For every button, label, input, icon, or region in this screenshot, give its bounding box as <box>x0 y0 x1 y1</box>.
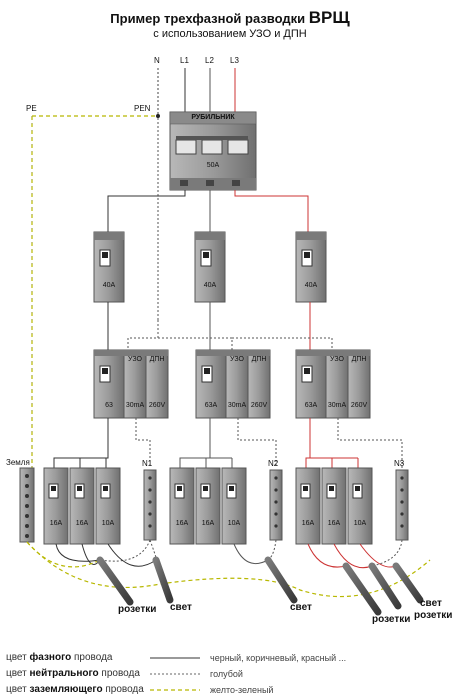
cable-label-rozetki-1: розетки <box>118 604 157 615</box>
legend-ground: цвет заземляющего провода <box>6 684 144 695</box>
cable-label-svet-2: свет <box>290 602 312 613</box>
rcd-group-3 <box>295 349 371 419</box>
legend-ground-prefix: цвет <box>6 684 30 695</box>
label-n3: N3 <box>394 459 405 468</box>
neutral-buses <box>143 469 409 541</box>
rcd-2-uzo: УЗО <box>230 356 244 363</box>
group-3-breaker-3-rating: 10A <box>353 520 367 527</box>
rcd-1-rating: 63 <box>105 402 113 409</box>
rcd-2-dpn: ДПН <box>251 356 267 363</box>
title-emphasis: ВРЩ <box>308 8 350 27</box>
title-prefix: Пример трехфазной разводки <box>110 11 306 26</box>
group-2-breaker-1-rating: 16A <box>175 520 189 527</box>
rcd-1-voltage: 260V <box>148 402 166 409</box>
rcd-3-dpn: ДПН <box>351 356 367 363</box>
diagram-title: Пример трехфазной разводки ВРЩ <box>0 8 460 28</box>
group-breakers-1 <box>43 467 121 545</box>
phase-breaker-3-rating: 40A <box>304 282 318 289</box>
rcd-feed-wires <box>107 302 333 350</box>
legend-neutral-colors: голубой <box>210 669 243 679</box>
phase-breaker-2 <box>194 231 226 303</box>
cable-label-rozetki-3: розетки <box>372 614 411 625</box>
label-l3: L3 <box>230 56 239 65</box>
phase-distribution-wires <box>107 190 309 232</box>
ground-bus <box>19 467 35 543</box>
group-3-breaker-1-rating: 16A <box>301 520 315 527</box>
label-zemlya: Земля <box>6 458 30 467</box>
rcd-1-leak: 30mA <box>125 402 145 409</box>
main-switch <box>169 111 257 191</box>
cable-label-rozetki-4: розетки <box>414 610 453 621</box>
phase-breaker-2-rating: 40A <box>203 282 217 289</box>
rcd-3-rating: 63A <box>304 402 318 409</box>
rcd-group-1 <box>93 349 169 419</box>
legend-ground-bold: заземляющего <box>29 684 103 695</box>
legend-neutral-prefix: цвет <box>6 668 30 679</box>
rcd-3-leak: 30mA <box>327 402 347 409</box>
rcd-2-rating: 63A <box>204 402 218 409</box>
phase-breakers <box>93 231 327 303</box>
label-n: N <box>154 56 160 65</box>
rcd-3-voltage: 260V <box>350 402 368 409</box>
rcd-group-2 <box>195 349 271 419</box>
legend-phase-suffix: провода <box>71 652 113 663</box>
outgoing-wires <box>26 539 431 598</box>
group-1-breaker-3-rating: 10A <box>101 520 115 527</box>
legend-phase-prefix: цвет <box>6 652 30 663</box>
rcd-1-uzo: УЗО <box>128 356 142 363</box>
rcd-2-leak: 30mA <box>227 402 247 409</box>
label-pe: PE <box>26 104 37 113</box>
label-l1: L1 <box>180 56 189 65</box>
legend-neutral-suffix: провода <box>98 668 140 679</box>
group-feed-wires <box>53 418 403 468</box>
cable-label-svet-1: свет <box>170 602 192 613</box>
phase-breaker-3 <box>295 231 327 303</box>
legend-ground-colors: желто-зеленый <box>210 685 274 695</box>
main-switch-name: РУБИЛЬНИК <box>191 114 235 121</box>
group-1-breaker-1-rating: 16A <box>49 520 63 527</box>
cables <box>96 556 424 616</box>
legend-phase-colors: черный, коричневый, красный ... <box>210 653 347 663</box>
group-breakers-3 <box>295 467 373 545</box>
group-breakers-2 <box>169 467 247 545</box>
rcd-1-dpn: ДПН <box>149 356 165 363</box>
legend-neutral-bold: нейтрального <box>29 668 99 679</box>
label-l2: L2 <box>205 56 214 65</box>
legend-ground-suffix: провода <box>102 684 144 695</box>
group-1-breaker-2-rating: 16A <box>75 520 89 527</box>
phase-breaker-1 <box>93 231 125 303</box>
rcd-2-voltage: 260V <box>250 402 268 409</box>
label-n1: N1 <box>142 459 153 468</box>
group-3-breaker-2-rating: 16A <box>327 520 341 527</box>
cable-label-svet-3: свет <box>420 598 442 609</box>
incoming-feeders <box>31 68 236 468</box>
group-2-breaker-2-rating: 16A <box>201 520 215 527</box>
phase-breaker-1-rating: 40A <box>102 282 116 289</box>
legend-phase-bold: фазного <box>29 652 72 663</box>
legend-neutral: цвет нейтрального провода <box>6 668 140 679</box>
legend-phase: цвет фазного провода <box>6 652 112 663</box>
legend-lines <box>150 657 200 691</box>
rcd-3-uzo: УЗО <box>330 356 344 363</box>
group-2-breaker-3-rating: 10A <box>227 520 241 527</box>
diagram-subtitle: с использованием УЗО и ДПН <box>153 28 307 40</box>
label-n2: N2 <box>268 459 279 468</box>
label-pen: PEN <box>134 104 151 113</box>
main-switch-rating: 50A <box>206 162 220 169</box>
